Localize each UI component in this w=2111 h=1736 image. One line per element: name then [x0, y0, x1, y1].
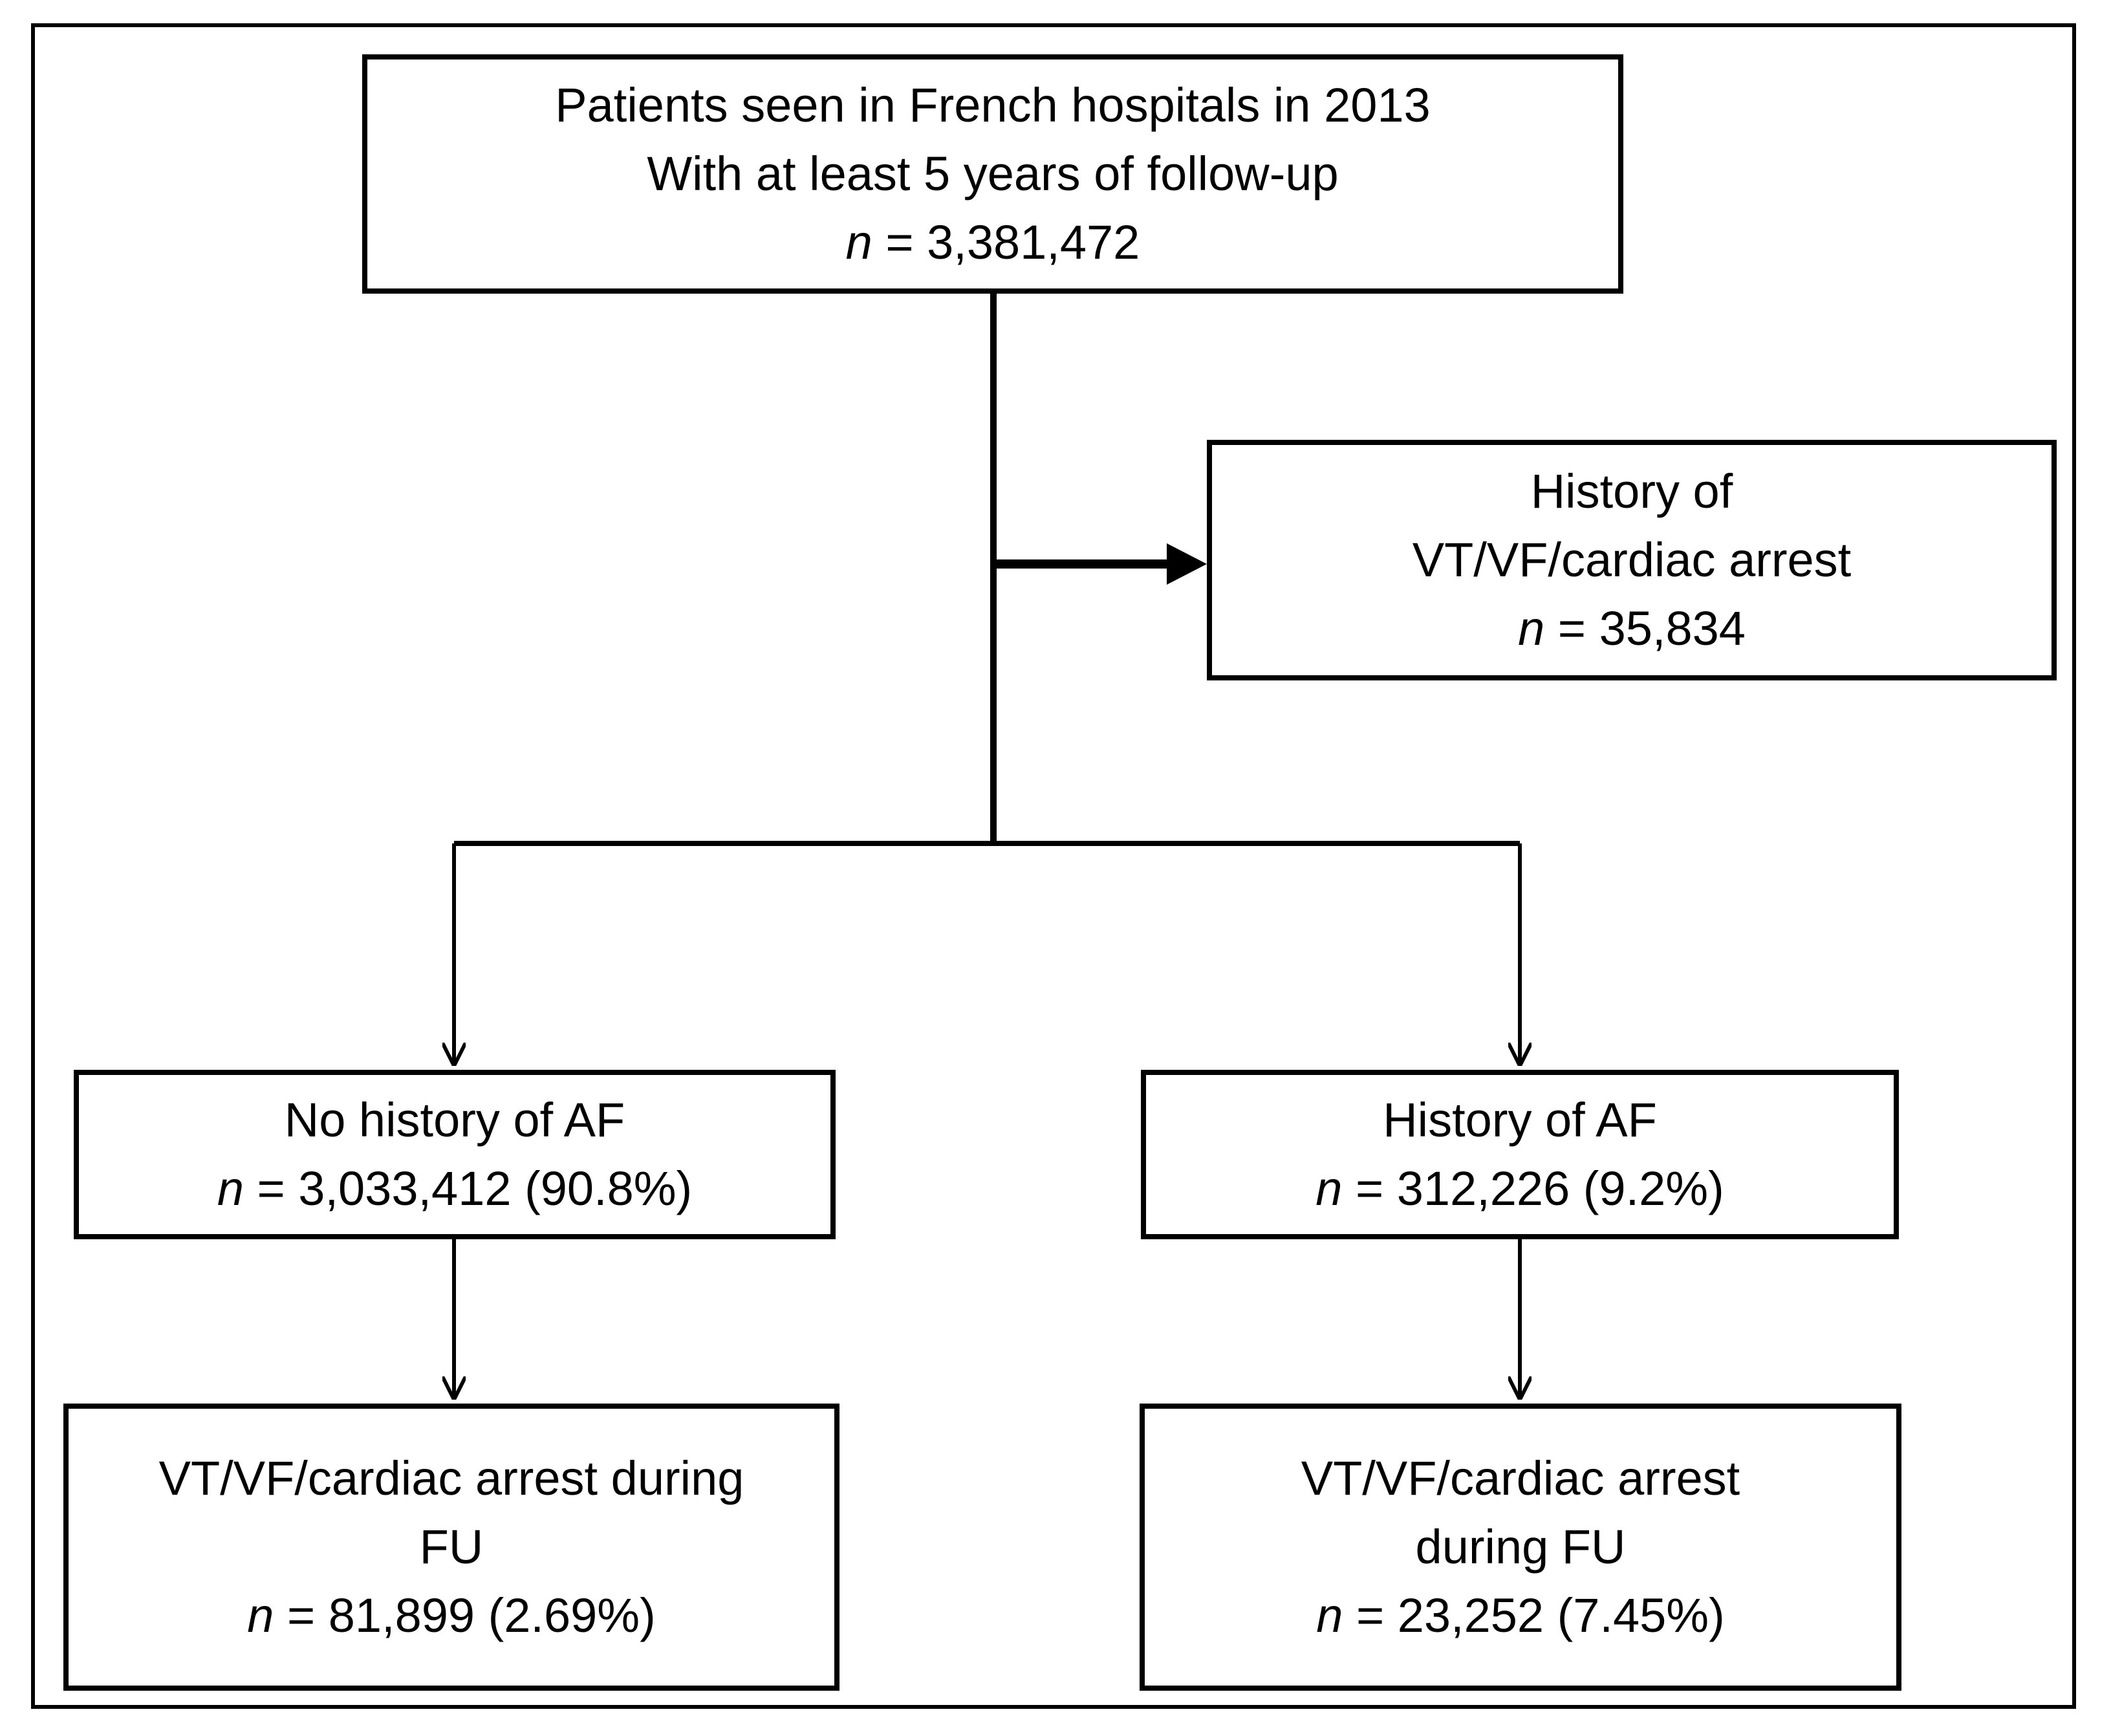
af-count: n = 312,226 (9.2%) [1315, 1155, 1724, 1223]
af-box: History of AF n = 312,226 (9.2%) [1141, 1070, 1899, 1239]
no-af-count: n = 3,033,412 (90.8%) [217, 1155, 692, 1223]
af-outcome-count: n = 23,252 (7.45%) [1316, 1581, 1725, 1650]
af-n-symbol: n [1315, 1162, 1343, 1215]
af-outcome-subtitle: during FU [1415, 1520, 1626, 1574]
no-af-outcome-n-symbol: n [247, 1589, 274, 1642]
no-af-outcome-n-value: = 81,899 (2.69%) [274, 1589, 656, 1642]
root-subtitle: With at least 5 years of follow-up [647, 147, 1339, 201]
no-af-outcome-title: VT/VF/cardiac arrest during [158, 1451, 744, 1505]
excluded-n-symbol: n [1518, 602, 1545, 655]
no-af-outcome-count: n = 81,899 (2.69%) [247, 1581, 656, 1650]
af-title: History of AF [1383, 1093, 1657, 1147]
root-title: Patients seen in French hospitals in 201… [555, 78, 1431, 132]
excluded-count: n = 35,834 [1518, 594, 1746, 663]
excluded-history-box: History of VT/VF/cardiac arrest n = 35,8… [1207, 440, 2057, 680]
no-af-outcome-subtitle: FU [419, 1520, 484, 1574]
root-count: n = 3,381,472 [846, 208, 1140, 277]
excluded-subtitle: VT/VF/cardiac arrest [1412, 533, 1852, 587]
af-n-value: = 312,226 (9.2%) [1342, 1162, 1724, 1215]
af-outcome-box: VT/VF/cardiac arrest during FU n = 23,25… [1140, 1404, 1901, 1691]
excluded-n-value: = 35,834 [1544, 602, 1746, 655]
af-outcome-title: VT/VF/cardiac arrest [1301, 1451, 1740, 1505]
diagram-frame [31, 23, 2076, 1709]
no-af-n-symbol: n [217, 1162, 244, 1215]
no-af-outcome-box: VT/VF/cardiac arrest during FU n = 81,89… [63, 1404, 839, 1691]
excluded-title: History of [1530, 464, 1733, 518]
exclusion-arrowhead [1167, 543, 1207, 585]
root-cohort-box: Patients seen in French hospitals in 201… [362, 54, 1623, 294]
no-af-n-value: = 3,033,412 (90.8%) [243, 1162, 693, 1215]
af-outcome-n-value: = 23,252 (7.45%) [1343, 1589, 1725, 1642]
no-af-title: No history of AF [284, 1093, 625, 1147]
no-af-box: No history of AF n = 3,033,412 (90.8%) [74, 1070, 836, 1239]
root-n-symbol: n [845, 215, 872, 269]
af-outcome-n-symbol: n [1316, 1589, 1343, 1642]
root-n-value: = 3,381,472 [872, 215, 1140, 269]
